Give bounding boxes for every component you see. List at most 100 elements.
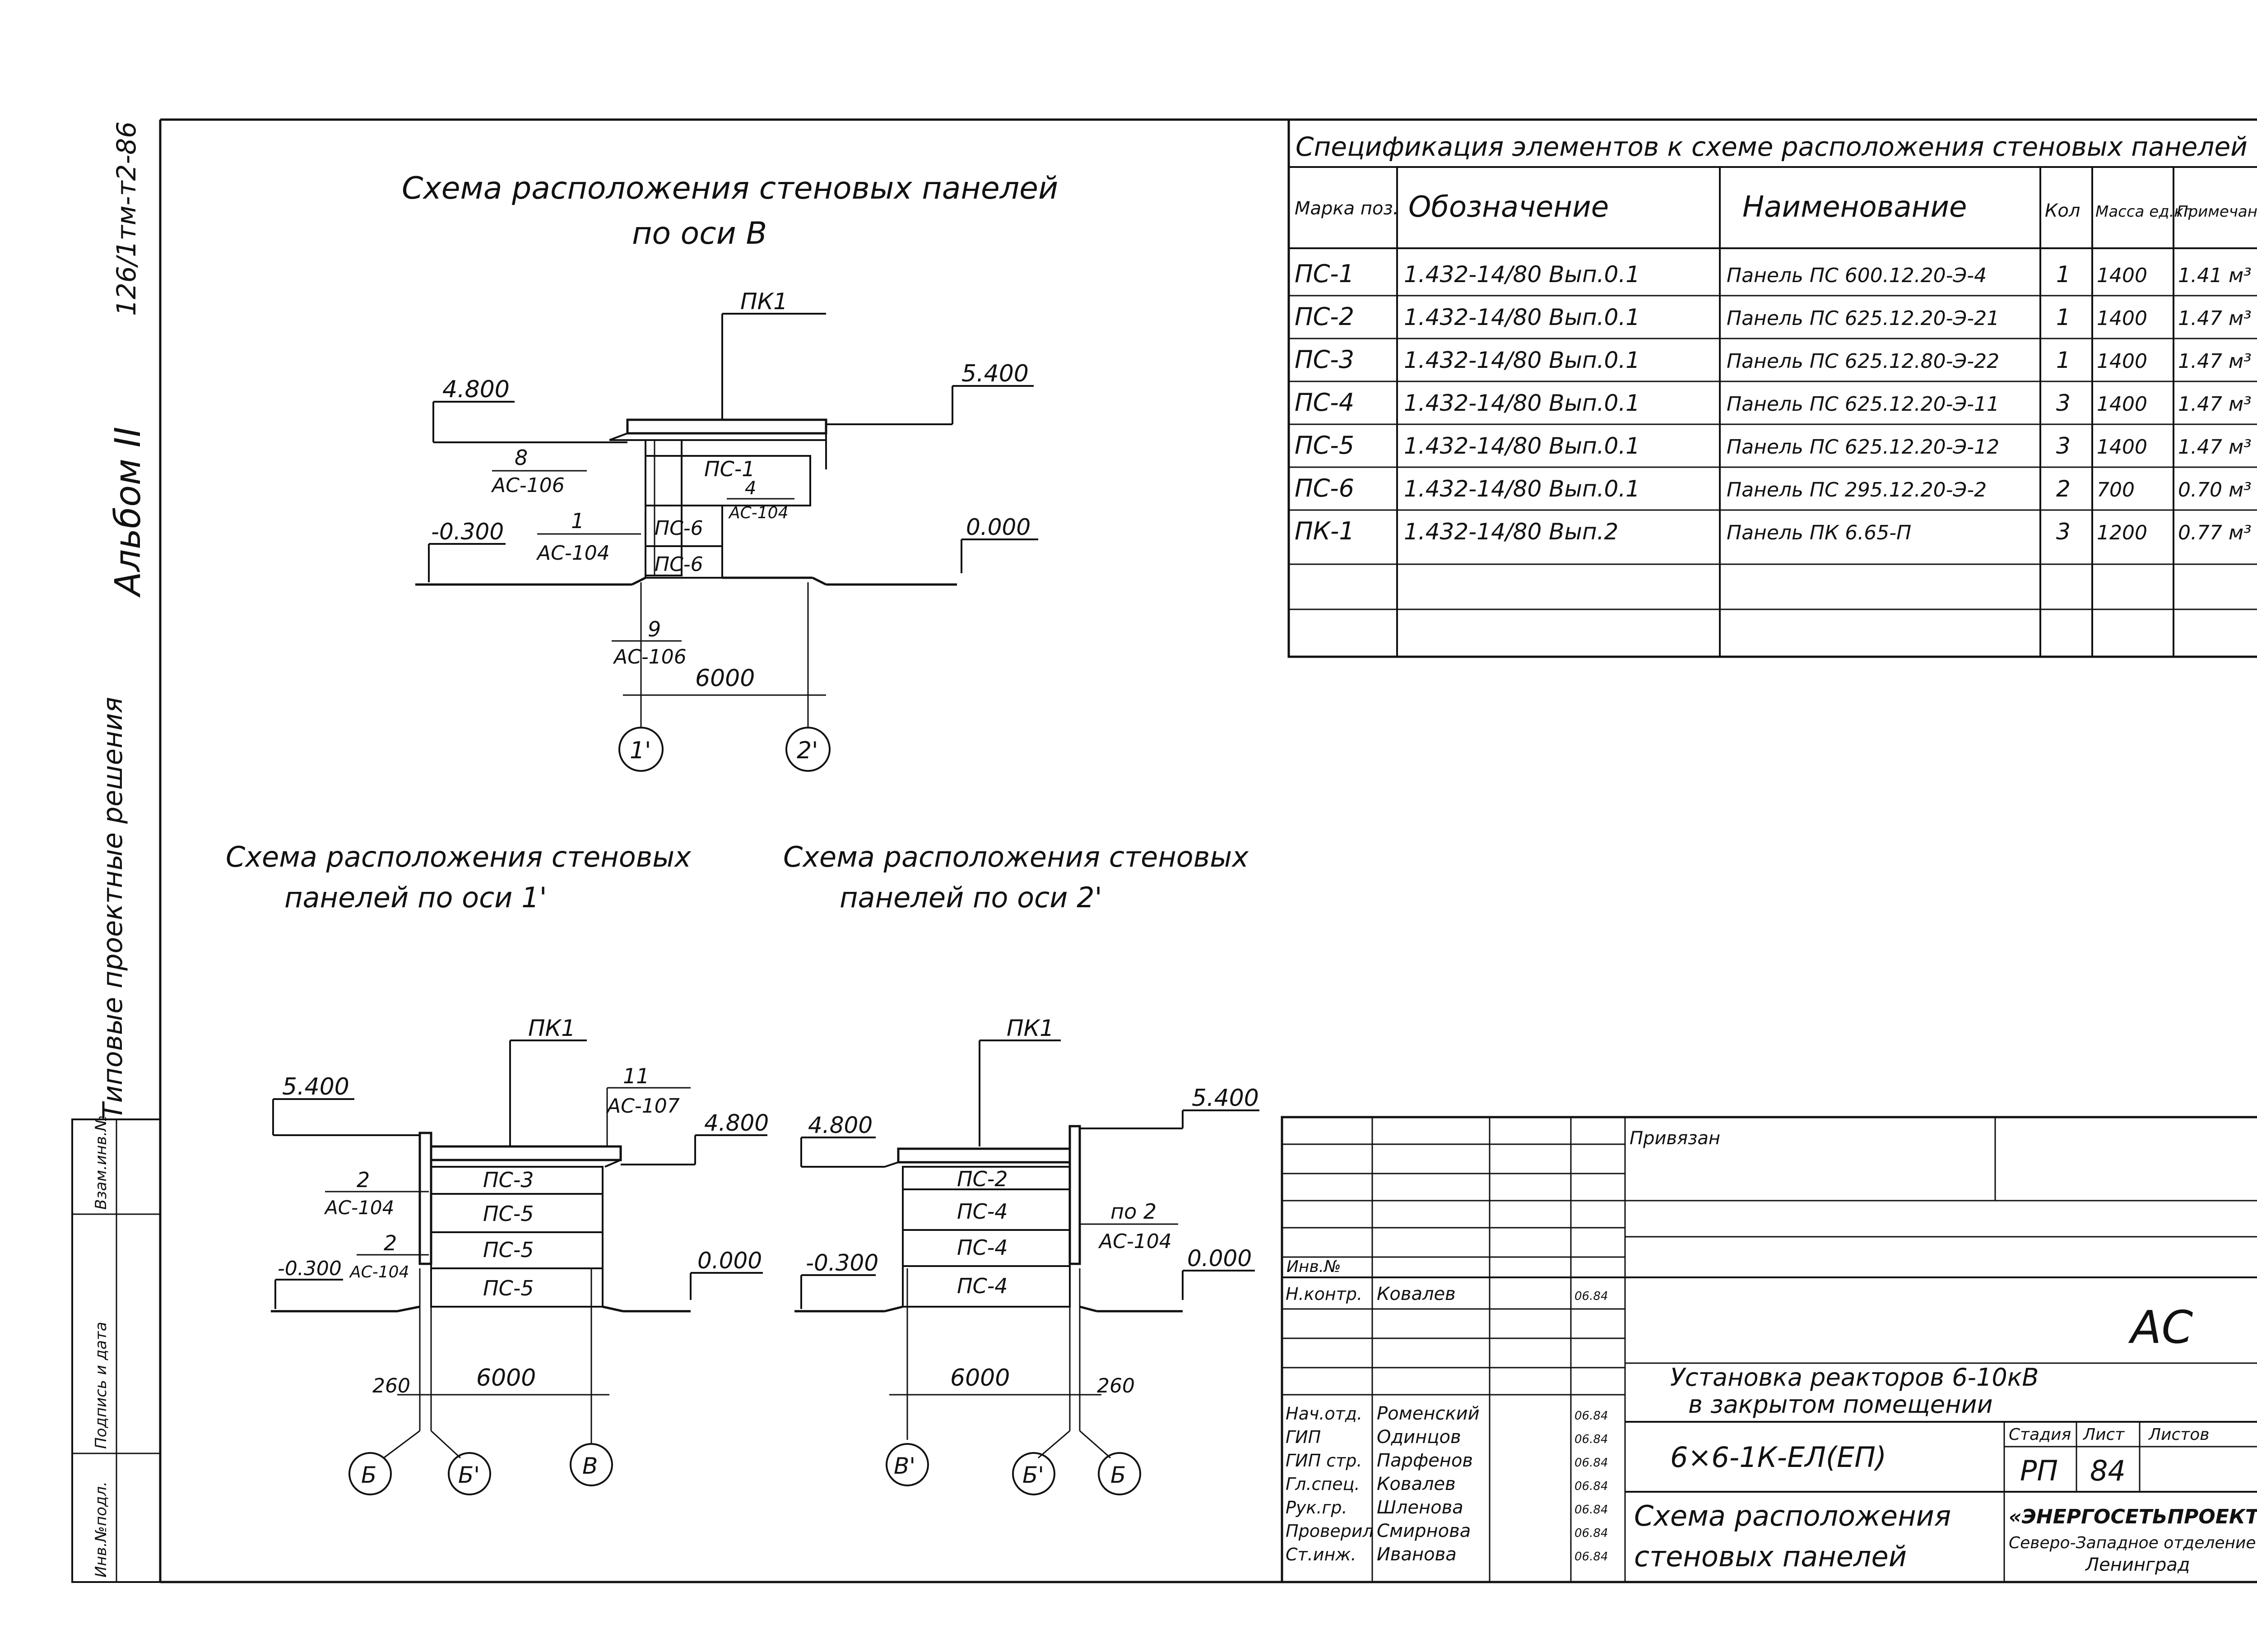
scheme-2-panel-4: ПС-4: [957, 1274, 1008, 1298]
sheet-value: 84: [2090, 1454, 2126, 1487]
axis-marker-v: [570, 1443, 613, 1486]
scheme-2-axis-b: Б: [1110, 1462, 1126, 1488]
spec-table-title: Спецификация элементов к схеме расположе…: [1296, 131, 2248, 162]
scheme-2-dimension: 6000: [950, 1364, 1010, 1392]
scheme-1-title-2: панелей по оси 1': [284, 881, 547, 914]
spec-cell-name: Панель ПС 295.12.20-Э-2: [1727, 478, 1987, 501]
scheme-b-title-2: по оси В: [632, 216, 767, 251]
spec-cell-name: Панель ПК 6.65-П: [1727, 521, 1911, 544]
scheme-1-axis-b-prime: Б': [458, 1462, 480, 1488]
stamp-vzam-inv: Взам.инв.№: [92, 1115, 110, 1210]
scheme-b-callout-4-ref: АС-104: [728, 504, 788, 522]
scheme-1-level-0000: 0.000: [697, 1248, 762, 1274]
scheme-b-panel-1: ПС-1: [704, 457, 755, 481]
scheme-2-title-1: Схема расположения стеновых: [783, 840, 1249, 873]
scheme-b-panel-2: ПС-6: [655, 517, 703, 540]
spec-cell-qty: 1: [2056, 261, 2071, 288]
album-label: Альбом II: [108, 427, 149, 598]
scheme-2-level-5400: 5.400: [1192, 1085, 1259, 1112]
scheme-2-level-4800: 4.800: [808, 1112, 873, 1138]
scheme-1-callout-11-ref: АС-107: [606, 1095, 680, 1118]
scheme-1-callout-2b-ref: АС-104: [349, 1263, 409, 1281]
axis-marker-v-prime: [886, 1443, 929, 1486]
org-line-1: «ЭНЕРГОСЕТЬПРОЕКТ»: [2009, 1505, 2257, 1528]
scheme-axis-2: Схема расположения стеновых панелей по о…: [783, 840, 1259, 1495]
signer-role: Нач.отд.: [1286, 1404, 1362, 1424]
spec-cell-mass: 1400: [2097, 307, 2147, 330]
scheme-b-dimension: 6000: [695, 665, 755, 692]
scheme-b-pk1-label: ПК1: [740, 288, 788, 315]
spec-cell-qty: 1: [2056, 304, 2071, 330]
spec-header-name: Наименование: [1742, 190, 1967, 224]
spec-cell-mark: ПС-6: [1295, 474, 1354, 502]
spec-header-qty: Кол: [2045, 200, 2080, 221]
scheme-2-callout-num: по 2: [1110, 1199, 1156, 1224]
signer-role: ГИП: [1286, 1427, 1321, 1447]
scheme-1-level-5400: 5.400: [282, 1073, 349, 1100]
org-line-3: Ленинград: [2085, 1555, 2190, 1575]
signer-role: Н.контр.: [1286, 1284, 1362, 1304]
signer-date: 06.84: [1574, 1480, 1608, 1493]
code-label: 6×6-1К-ЕЛ(ЕП): [1670, 1441, 1886, 1474]
scheme-1-callout-2b-num: 2: [384, 1231, 397, 1255]
scheme-1-callout-2a-ref: АС-104: [324, 1197, 394, 1219]
scheme-1-callout-11-num: 11: [623, 1064, 650, 1088]
inv-no-label: Инв.№: [1286, 1258, 1341, 1276]
signer-date: 06.84: [1574, 1456, 1608, 1470]
scheme-1-dimension: 6000: [476, 1364, 536, 1392]
spec-cell-mark: ПС-3: [1295, 345, 1354, 374]
series-code: 126/1тм-т2-86: [111, 121, 142, 316]
spec-cell-note: 1.47 м³: [2178, 436, 2252, 459]
spec-cell-qty: 1: [2056, 347, 2071, 373]
scheme-2-panel-2: ПС-4: [957, 1199, 1008, 1224]
sheets-label: Листов: [2148, 1425, 2209, 1444]
side-strip: Альбом II 126/1тм-т2-86 Типовые проектны…: [71, 121, 161, 1583]
signer-date: 06.84: [1574, 1503, 1608, 1517]
scheme-b-callout-1-num: 1: [571, 509, 584, 533]
spec-cell-qty: 3: [2056, 433, 2071, 459]
spec-cell-mass: 1400: [2097, 436, 2147, 459]
spec-cell-designation: 1.432-14/80 Вып.0.1: [1404, 261, 1640, 288]
signer-date: 06.84: [1574, 1550, 1608, 1564]
scheme-b-level-5400: 5.400: [961, 360, 1029, 387]
scheme-1-panel-3: ПС-5: [483, 1238, 534, 1262]
scheme-b-callout-9-ref: АС-106: [613, 645, 687, 668]
spec-cell-designation: 1.432-14/80 Вып.0.1: [1404, 347, 1640, 373]
scheme-1-callout-2a-num: 2: [357, 1168, 370, 1192]
spec-cell-note: 0.77 м³: [2178, 521, 2252, 544]
scheme-2-level-0000: 0.000: [1187, 1245, 1252, 1271]
project-title-1: Установка реакторов 6-10кВ: [1670, 1363, 2039, 1392]
signer-role: Гл.спец.: [1286, 1474, 1360, 1494]
mark-label: АС: [2128, 1301, 2193, 1354]
spec-cell-note: 1.47 м³: [2178, 393, 2252, 416]
spec-cell-mark: ПК-1: [1295, 517, 1355, 545]
privyazan-label: Привязан: [1630, 1128, 1720, 1149]
scheme-1-title-1: Схема расположения стеновых: [226, 840, 692, 873]
spec-cell-note: 1.41 м³: [2178, 264, 2252, 287]
spec-cell-mass: 1400: [2097, 393, 2147, 416]
scheme-1-dim-260: 260: [372, 1374, 410, 1397]
spec-cell-qty: 3: [2056, 390, 2071, 416]
spec-cell-designation: 1.432-14/80 Вып.0.1: [1404, 390, 1640, 416]
spec-cell-mark: ПС-4: [1295, 388, 1354, 417]
signer-date: 06.84: [1574, 1290, 1608, 1303]
scheme-b-level-4800: 4.800: [442, 376, 510, 403]
spec-cell-designation: 1.432-14/80 Вып.0.1: [1404, 304, 1640, 330]
scheme-2-dim-260: 260: [1097, 1374, 1135, 1397]
scheme-2-axis-b-prime: Б': [1022, 1462, 1044, 1488]
scheme-2-panel-1: ПС-2: [957, 1167, 1008, 1191]
scheme-2-callout-ref: АС-104: [1098, 1230, 1172, 1253]
scheme-b-axis-2: 2': [797, 737, 818, 764]
scheme-2-pk1-label: ПК1: [1007, 1015, 1054, 1041]
scheme-b-level-0000: 0.000: [966, 514, 1031, 540]
spec-cell-designation: 1.432-14/80 Вып.2: [1404, 519, 1618, 545]
scheme-1-panel-4: ПС-5: [483, 1276, 534, 1300]
axis-marker-b-2: [1098, 1452, 1141, 1495]
signer-name: Смирнова: [1377, 1521, 1471, 1541]
scheme-b-callout-8-ref: АС-106: [491, 474, 565, 497]
spec-cell-name: Панель ПС 625.12.20-Э-12: [1727, 436, 1999, 459]
